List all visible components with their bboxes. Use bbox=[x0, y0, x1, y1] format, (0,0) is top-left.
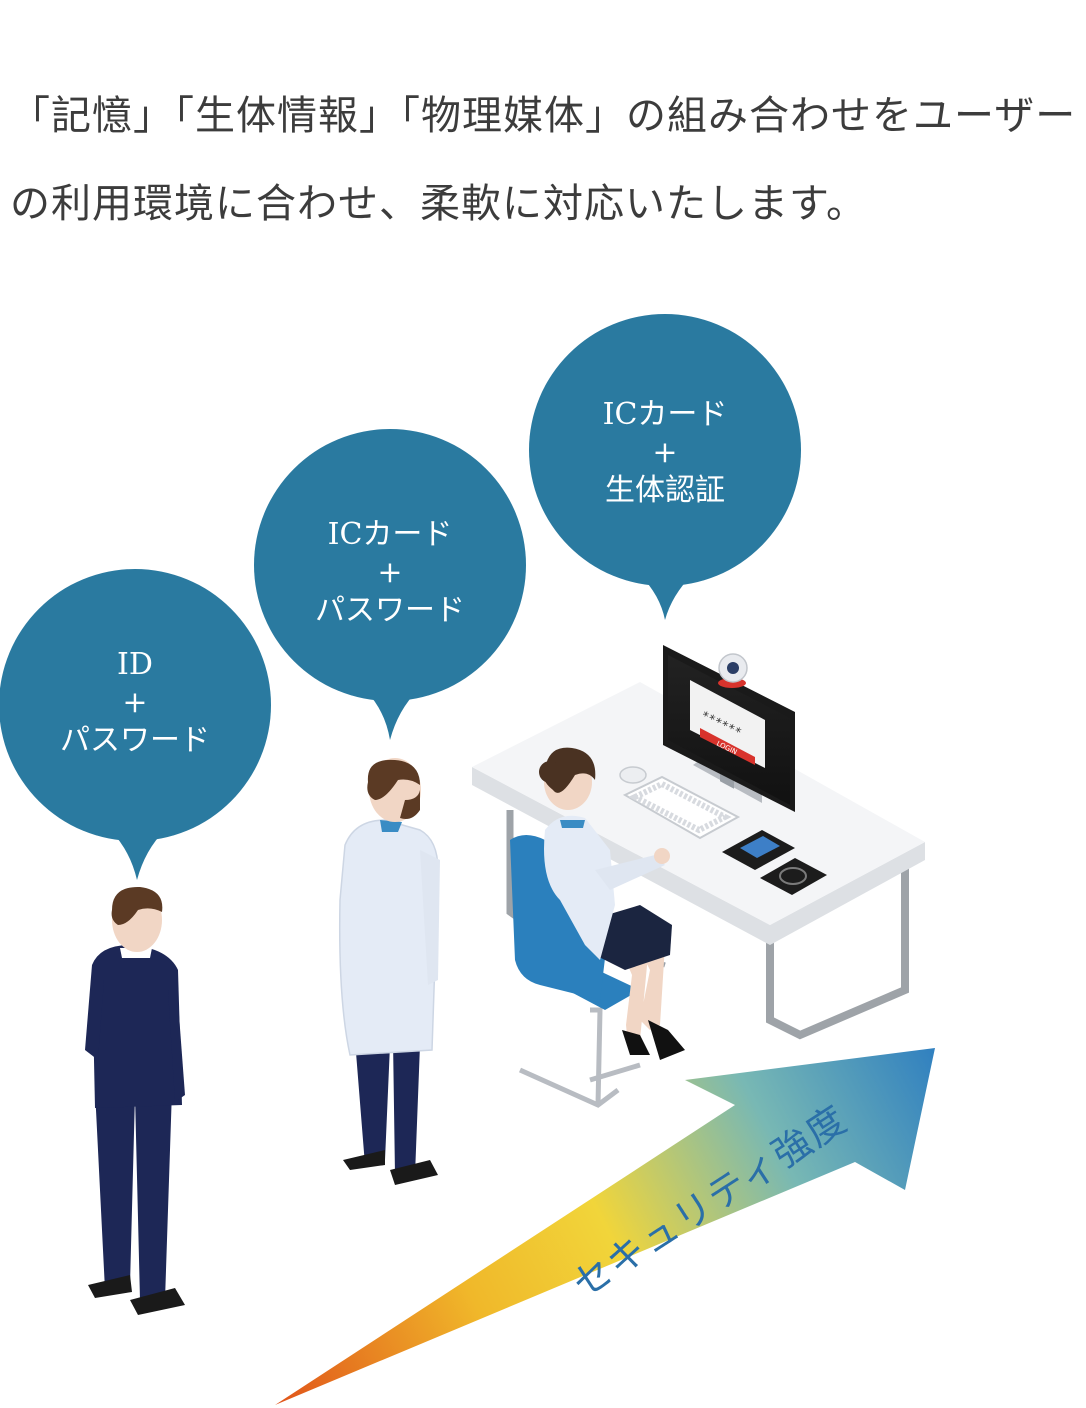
login-panel bbox=[690, 680, 765, 768]
bubble-3-text: ICカード + 生体認証 bbox=[535, 396, 795, 510]
bubble-3-circle bbox=[529, 314, 801, 586]
fingerprint-icon bbox=[779, 867, 807, 885]
login-button bbox=[700, 728, 755, 765]
doctor-shoes bbox=[343, 1150, 438, 1185]
seated-user bbox=[510, 747, 685, 1108]
desk-devices bbox=[619, 766, 827, 895]
bubble-3-line-3: 生体認証 bbox=[605, 473, 725, 508]
monitor: ****** LOGIN bbox=[663, 645, 795, 812]
desk-leg-right bbox=[766, 860, 909, 1040]
doctor-hair bbox=[367, 759, 420, 800]
bubble-3-line-2: + bbox=[652, 435, 678, 470]
bubble-1-line-1: ID bbox=[117, 647, 153, 682]
bubble-1-circle bbox=[0, 569, 271, 841]
bubble-1 bbox=[0, 569, 271, 880]
bubble-1-text: ID + パスワード bbox=[5, 646, 265, 760]
bubble-2-tail bbox=[365, 690, 418, 740]
suit-legs bbox=[95, 1090, 172, 1300]
bubble-3 bbox=[529, 314, 801, 620]
suit-hair bbox=[111, 886, 163, 925]
mouse bbox=[619, 766, 647, 784]
suit-arm-right bbox=[168, 975, 185, 1102]
woman-arm bbox=[595, 855, 665, 890]
bubble-1-line-3: パスワード bbox=[60, 723, 210, 758]
chair-base bbox=[518, 1007, 641, 1108]
doctor-user bbox=[338, 758, 440, 1185]
doctor-arm bbox=[420, 850, 440, 985]
bubble-1-line-2: + bbox=[122, 685, 148, 720]
suit-user bbox=[85, 886, 185, 1315]
intro-line-2: の利用環境に合わせ、柔軟に対応いたします。 bbox=[10, 181, 867, 227]
woman-shoes bbox=[622, 1020, 685, 1060]
suit-jacket bbox=[92, 945, 182, 1108]
bubble-2-circle bbox=[254, 429, 526, 701]
intro-text: 「記憶」「生体情報」「物理媒体」の組み合わせをユーザー の利用環境に合わせ、柔軟… bbox=[10, 72, 1080, 248]
woman-coat bbox=[544, 815, 615, 960]
webcam bbox=[718, 653, 748, 688]
bubble-2-text: ICカード + パスワード bbox=[260, 516, 520, 630]
bubble-2-line-1: ICカード bbox=[327, 517, 453, 552]
intro-line-1: 「記憶」「生体情報」「物理媒体」の組み合わせをユーザー bbox=[10, 93, 1077, 139]
security-arrow bbox=[275, 1048, 935, 1405]
suit-arm-left bbox=[85, 965, 104, 1060]
bubble-1-tail bbox=[110, 830, 165, 880]
doctor-beard bbox=[400, 790, 420, 819]
bubble-3-line-1: ICカード bbox=[602, 397, 728, 432]
arrow-shape bbox=[275, 1048, 935, 1405]
suit-shoes bbox=[88, 1275, 185, 1315]
doctor-legs bbox=[355, 1040, 420, 1175]
bubble-2 bbox=[254, 429, 526, 740]
fingerprint-pad bbox=[760, 858, 827, 895]
woman-hair bbox=[543, 747, 596, 793]
bubble-2-line-3: パスワード bbox=[315, 593, 465, 628]
bubble-3-tail bbox=[640, 575, 692, 620]
bubble-2-line-2: + bbox=[377, 555, 403, 590]
